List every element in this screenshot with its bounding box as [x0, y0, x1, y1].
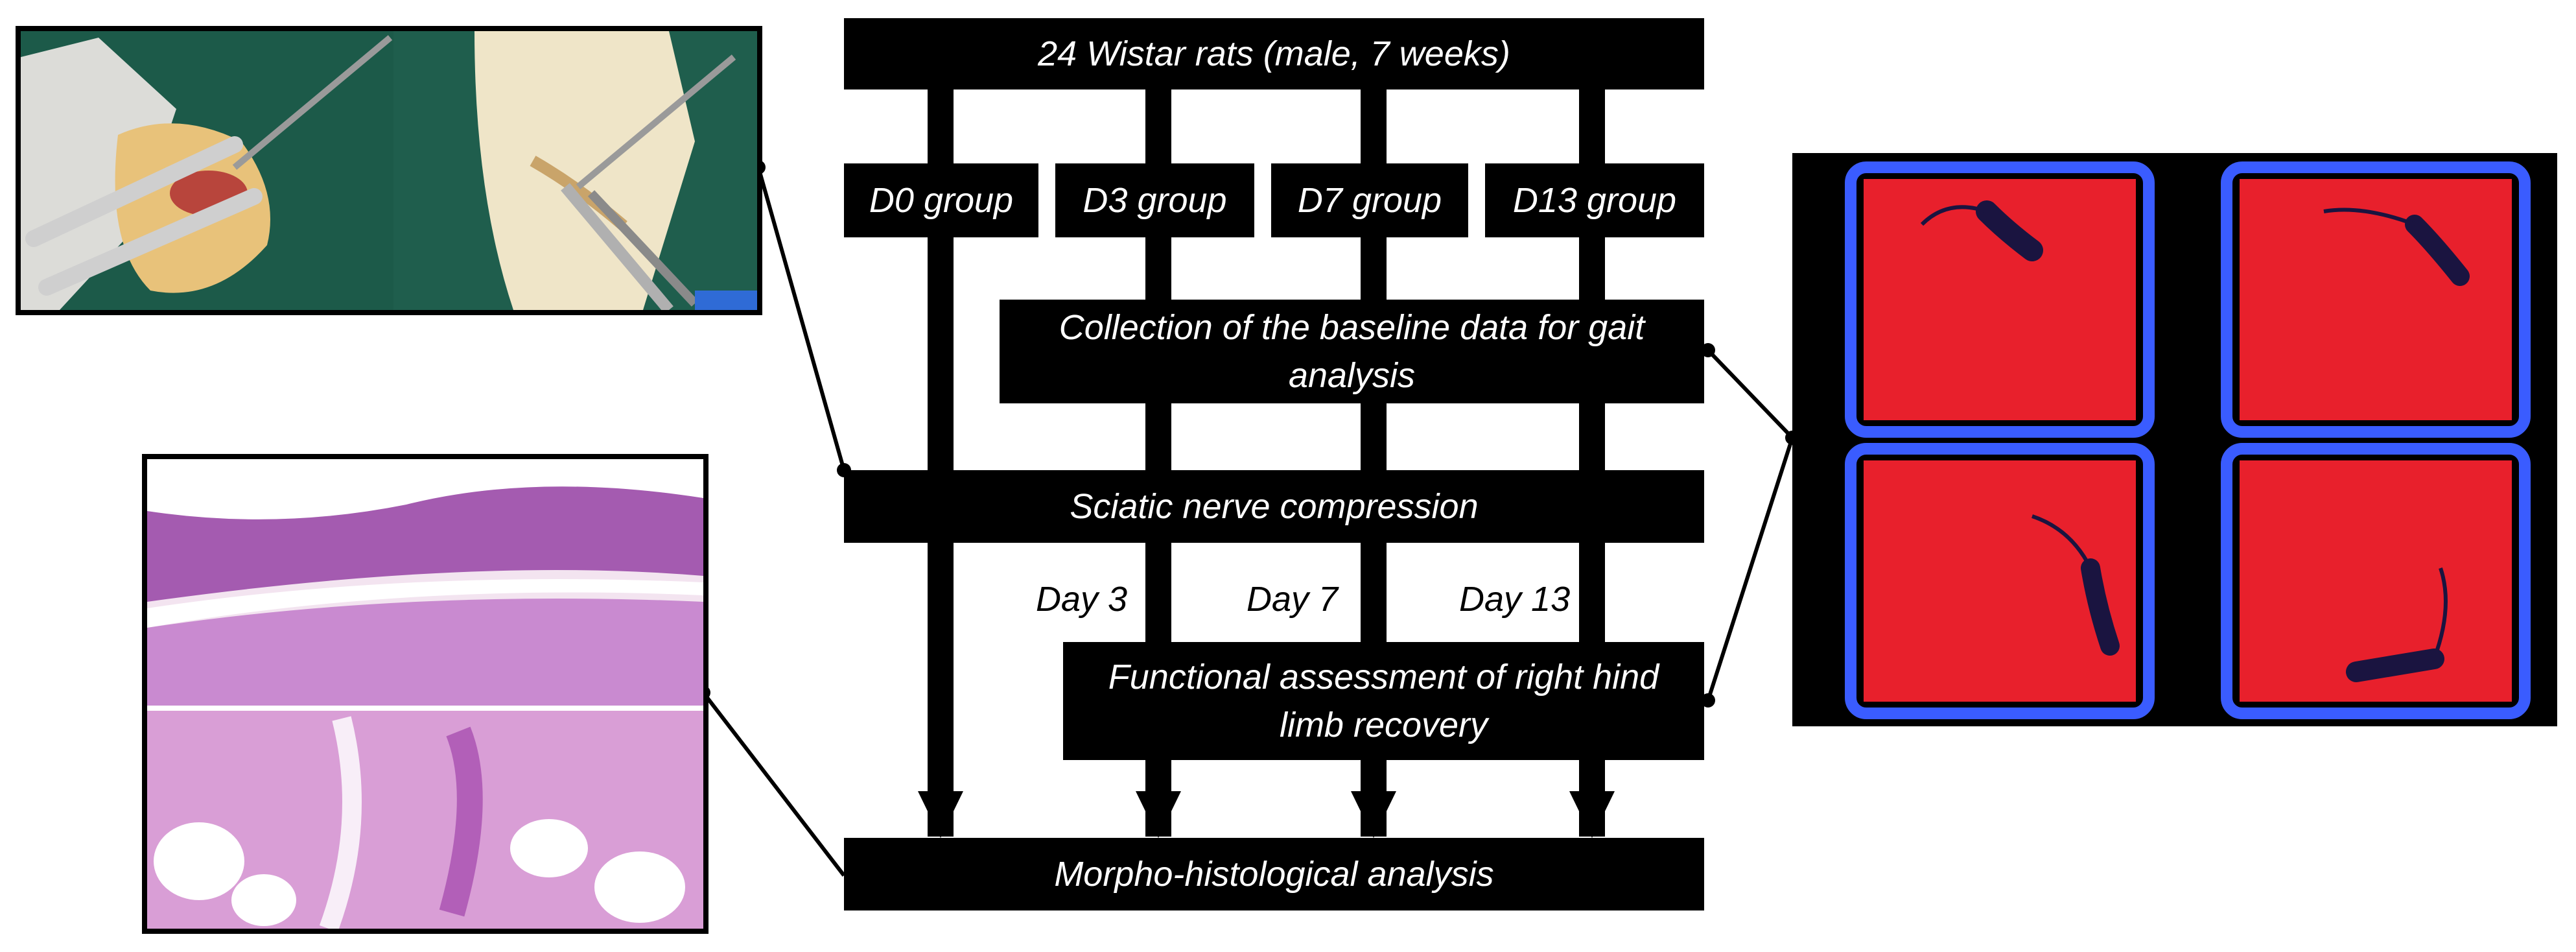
connector-dot-functional — [1701, 693, 1715, 708]
surgery-photo-art — [21, 31, 757, 310]
gait-analysis-photo-art — [1792, 153, 2557, 726]
arena-bottom-right — [2221, 443, 2531, 719]
day-label-13: Day 13 — [1459, 580, 1571, 619]
group-box-d7: D7 group — [1271, 163, 1468, 237]
group-box-d13: D13 group — [1485, 163, 1704, 237]
arena-bottom-left — [1845, 443, 2155, 719]
histology-photo — [142, 454, 708, 934]
compression-box: Sciatic nerve compression — [844, 470, 1704, 543]
connector-dot-baseline — [1701, 343, 1715, 357]
baseline-box: Collection of the baseline data for gait… — [1000, 300, 1704, 403]
arena-top-right — [2221, 161, 2531, 438]
functional-box: Functional assessment of right hind limb… — [1063, 642, 1704, 760]
cohort-box: 24 Wistar rats (male, 7 weeks) — [844, 18, 1704, 89]
gait-analysis-photo — [1792, 153, 2557, 726]
day-label-3: Day 3 — [1036, 580, 1128, 619]
surgery-photo — [16, 26, 762, 315]
histology-box: Morpho-histological analysis — [844, 838, 1704, 910]
group-box-d0: D0 group — [844, 163, 1038, 237]
group-box-d3: D3 group — [1055, 163, 1254, 237]
histology-photo-art — [147, 459, 703, 929]
arena-top-left — [1845, 161, 2155, 438]
day-label-7: Day 7 — [1247, 580, 1339, 619]
